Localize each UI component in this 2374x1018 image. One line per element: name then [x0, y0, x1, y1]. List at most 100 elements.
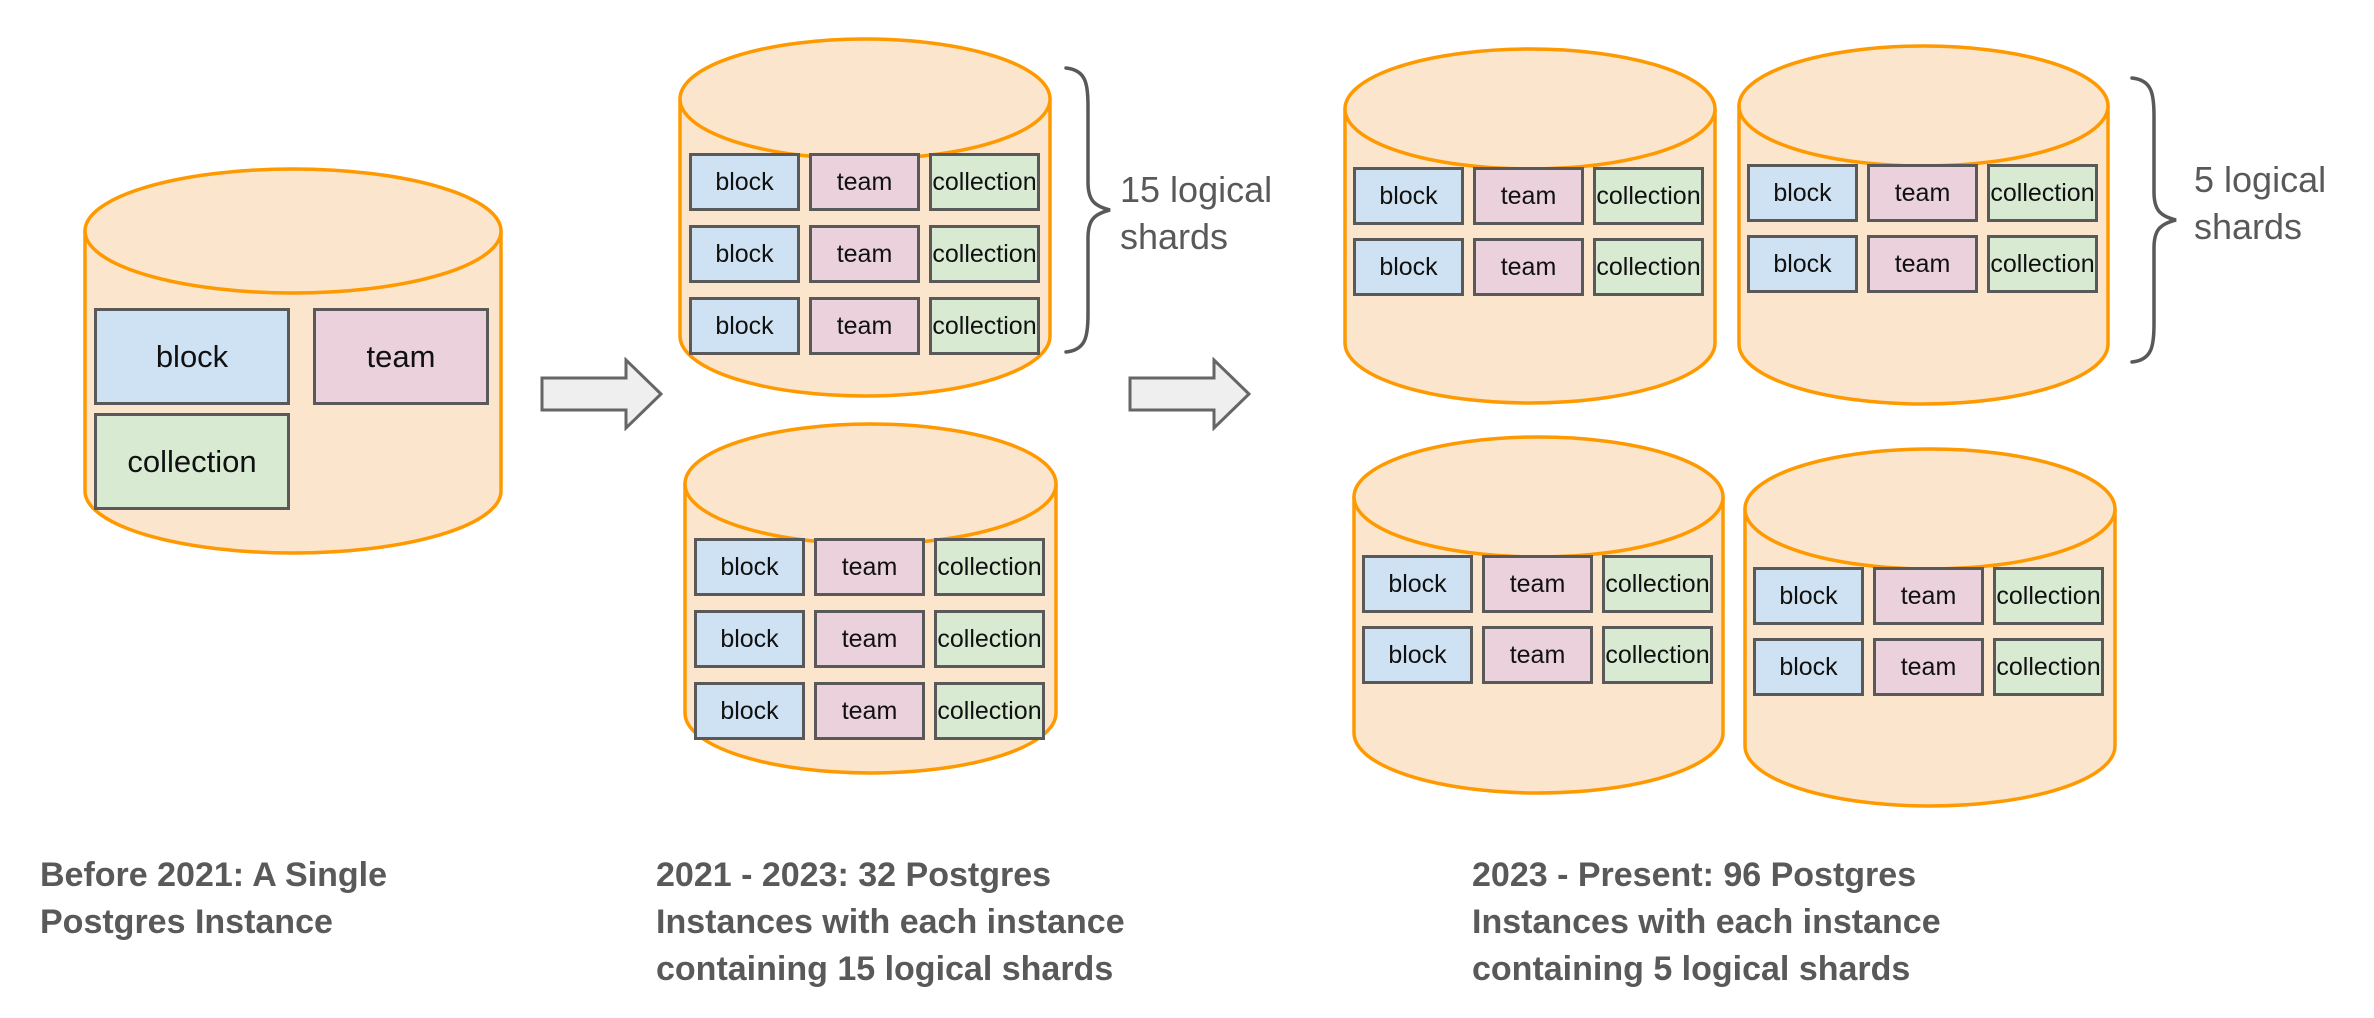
table-box-team: team: [1473, 238, 1584, 296]
table-box-team: team: [1867, 235, 1978, 293]
transition-arrow-icon: [1128, 357, 1252, 431]
table-box-collection: collection: [934, 682, 1045, 740]
table-box-collection: collection: [929, 225, 1040, 283]
caption-line: containing 15 logical shards: [656, 950, 1114, 988]
shard-label-line: shards: [2194, 206, 2303, 247]
shard-label-line: 15 logical: [1120, 169, 1273, 210]
shard-count-label: 5 logical shards: [2194, 156, 2326, 250]
table-box-collection: collection: [1993, 638, 2104, 696]
table-box-block: block: [1747, 235, 1858, 293]
table-box-team: team: [1482, 555, 1593, 613]
cylinder-top: [83, 167, 503, 295]
arrow-shape: [1128, 357, 1252, 431]
stage-caption: 2023 - Present: 96 Postgres Instances wi…: [1472, 852, 1941, 993]
table-box-team: team: [1867, 164, 1978, 222]
cylinder-top: [1737, 44, 2110, 168]
table-box-collection: collection: [934, 538, 1045, 596]
table-box-block: block: [689, 225, 800, 283]
shard-label-line: 5 logical: [2194, 159, 2327, 200]
stage-caption: Before 2021: A Single Postgres Instance: [40, 852, 387, 946]
stage-caption: 2021 - 2023: 32 Postgres Instances with …: [656, 852, 1125, 993]
table-box-collection: collection: [1993, 567, 2104, 625]
table-box-block: block: [694, 682, 805, 740]
shard-count-label: 15 logical shards: [1120, 166, 1272, 260]
table-box-block: block: [689, 153, 800, 211]
table-box-team: team: [814, 538, 925, 596]
table-box-collection: collection: [1987, 164, 2098, 222]
shard-label-line: shards: [1120, 216, 1229, 257]
cylinder-top: [683, 422, 1058, 546]
table-box-collection: collection: [1602, 555, 1713, 613]
cylinder-top: [1743, 447, 2117, 571]
caption-line: Postgres Instance: [40, 903, 333, 941]
caption-line: Instances with each instance: [1472, 903, 1941, 941]
caption-line: Before 2021: A Single: [40, 856, 388, 894]
table-box-team: team: [313, 308, 489, 405]
table-box-block: block: [1747, 164, 1858, 222]
table-box-team: team: [809, 153, 920, 211]
table-box-collection: collection: [929, 153, 1040, 211]
table-box-collection: collection: [934, 610, 1045, 668]
table-box-team: team: [1482, 626, 1593, 684]
table-box-block: block: [1353, 238, 1464, 296]
caption-line: 2023 - Present: 96 Postgres: [1472, 856, 1917, 894]
table-box-block: block: [1353, 167, 1464, 225]
table-box-team: team: [1873, 567, 1984, 625]
caption-line: containing 5 logical shards: [1472, 950, 1911, 988]
curly-brace-icon: [1064, 66, 1111, 354]
caption-line: Instances with each instance: [656, 903, 1125, 941]
shard-row: collection: [94, 413, 503, 510]
curly-brace-path: [2130, 76, 2177, 364]
table-box-team: team: [1473, 167, 1584, 225]
table-box-block: block: [694, 610, 805, 668]
table-box-team: team: [814, 610, 925, 668]
curly-brace-icon: [2130, 76, 2177, 364]
caption-line: 2021 - 2023: 32 Postgres: [656, 856, 1052, 894]
table-box-collection: collection: [1593, 238, 1704, 296]
arrow-shape: [540, 357, 664, 431]
table-box-block: block: [689, 297, 800, 355]
table-box-block: block: [94, 308, 290, 405]
table-box-collection: collection: [1593, 167, 1704, 225]
table-box-block: block: [1362, 626, 1473, 684]
table-box-collection: collection: [929, 297, 1040, 355]
cylinder-top: [1343, 47, 1717, 171]
table-box-team: team: [809, 297, 920, 355]
table-box-collection: collection: [1602, 626, 1713, 684]
table-box-team: team: [814, 682, 925, 740]
table-box-collection: collection: [94, 413, 290, 510]
table-box-team: team: [809, 225, 920, 283]
cylinder-top: [678, 37, 1052, 161]
table-box-block: block: [1753, 567, 1864, 625]
curly-brace-path: [1064, 66, 1111, 354]
table-box-team: team: [1873, 638, 1984, 696]
table-box-collection: collection: [1987, 235, 2098, 293]
